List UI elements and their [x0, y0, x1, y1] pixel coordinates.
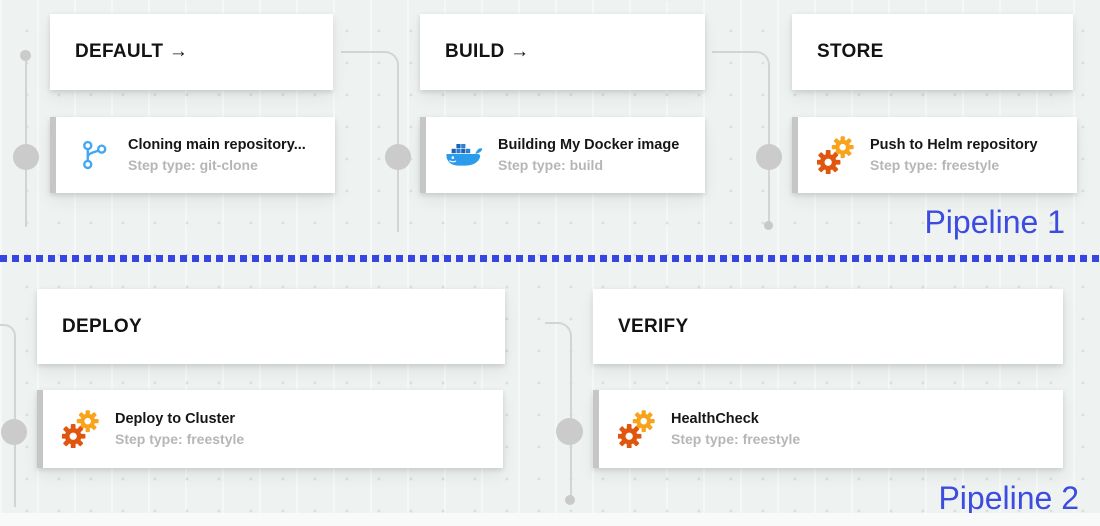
connector-line: [0, 324, 16, 507]
stage-card-deploy[interactable]: DEPLOY: [37, 289, 505, 364]
step-type: Step type: build: [498, 157, 603, 173]
connector-line: [545, 322, 572, 497]
connector-line: [25, 55, 27, 227]
step-card-git-clone[interactable]: Cloning main repository... Step type: gi…: [50, 117, 335, 193]
stage-card-default[interactable]: DEFAULT →: [50, 14, 333, 90]
stage-title: BUILD →: [445, 41, 530, 62]
step-name: Cloning main repository...: [128, 137, 306, 153]
step-type: Step type: freestyle: [115, 431, 245, 447]
stage-title: DEPLOY: [62, 315, 142, 337]
pipeline-node: [1, 419, 27, 445]
node-dot: [764, 221, 773, 230]
step-name: Building My Docker image: [498, 137, 680, 153]
gears-icon: [813, 136, 859, 174]
node-dot: [565, 495, 575, 505]
connector-line: [712, 51, 770, 224]
stage-card-store[interactable]: STORE: [792, 14, 1073, 90]
stage-card-verify[interactable]: VERIFY: [593, 289, 1063, 364]
step-name: Push to Helm repository: [870, 137, 1038, 153]
step-type: Step type: git-clone: [128, 157, 258, 173]
pipeline-divider: [0, 255, 1100, 262]
stage-title: DEFAULT →: [75, 41, 189, 62]
step-type: Step type: freestyle: [671, 431, 801, 447]
step-name: Deploy to Cluster: [115, 411, 236, 427]
pipeline-node: [385, 144, 411, 170]
step-card-build[interactable]: Building My Docker image Step type: buil…: [420, 117, 705, 193]
step-card-deploy-cluster[interactable]: Deploy to Cluster Step type: freestyle: [37, 390, 503, 468]
canvas-bottom-strip: [0, 513, 1100, 526]
step-name: HealthCheck: [671, 411, 759, 427]
pipeline-node: [756, 144, 782, 170]
pipeline-node: [13, 144, 39, 170]
step-type: Step type: freestyle: [870, 157, 1000, 173]
stage-title: STORE: [817, 41, 884, 62]
connector-line: [341, 51, 399, 232]
stage-title: VERIFY: [618, 315, 689, 337]
gears-icon: [614, 410, 660, 448]
pipeline-node: [556, 418, 583, 445]
pipeline-1-label: Pipeline 1: [924, 204, 1065, 240]
gears-icon: [58, 410, 104, 448]
pipeline-2-label: Pipeline 2: [938, 480, 1079, 516]
docker-icon: [441, 140, 487, 170]
stage-card-build[interactable]: BUILD →: [420, 14, 705, 90]
step-card-healthcheck[interactable]: HealthCheck Step type: freestyle: [593, 390, 1063, 468]
step-card-push-helm[interactable]: Push to Helm repository Step type: frees…: [792, 117, 1077, 193]
node-dot: [20, 50, 31, 61]
git-clone-icon: [71, 139, 117, 171]
